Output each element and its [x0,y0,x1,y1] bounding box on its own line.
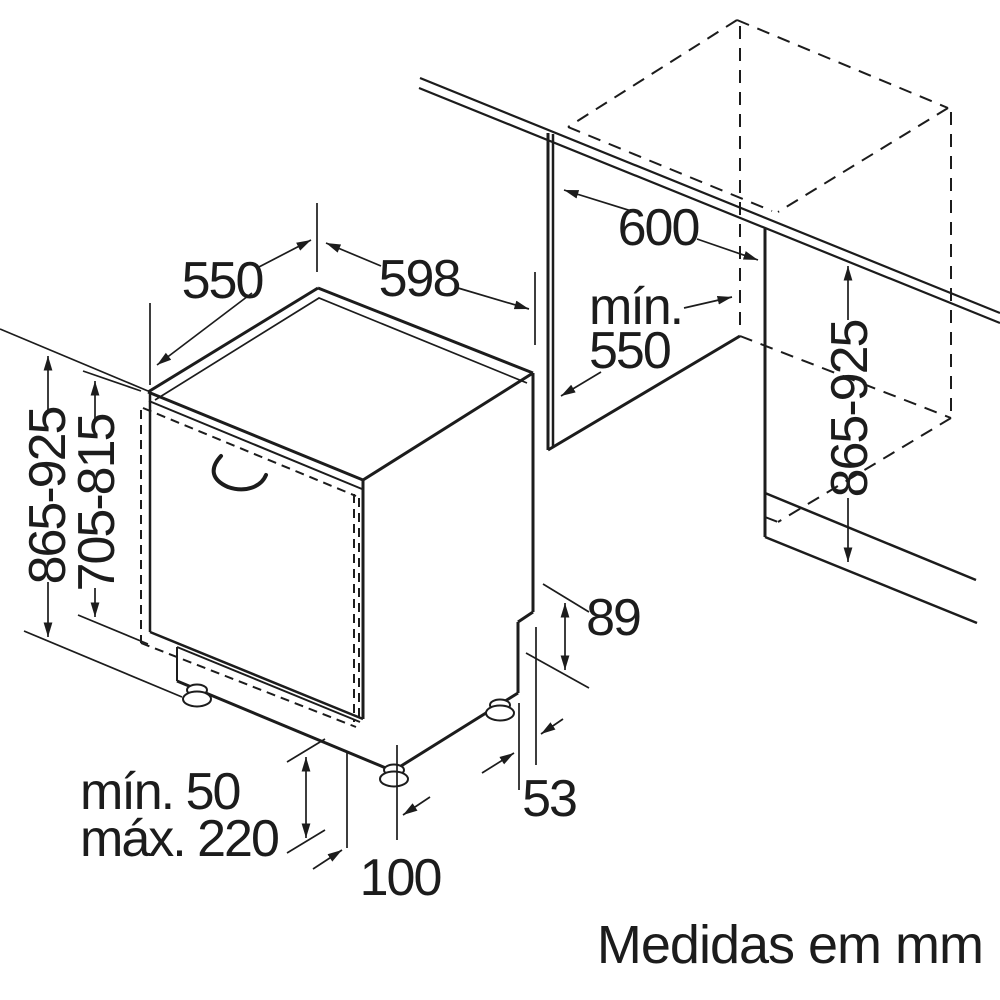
dim-niche-width-label: 600 [618,199,699,257]
dim-rear-foot-setback-label: 53 [522,770,576,828]
leveling-foot-front-left [182,683,212,708]
dim-door-panel-height-label: 705-815 [68,415,126,592]
dim-rear-step: 89 [525,583,642,689]
dim-appliance-height-left-label: 865-925 [19,408,77,585]
dim-top-width-label: 598 [379,250,460,308]
leveling-foot-front-right [379,763,409,788]
dim-plinth-min-label: mín. 50 [80,763,239,821]
floor-edge [764,491,978,625]
dim-niche-height-right-label: 865-925 [821,321,879,498]
niche-walls [546,133,767,537]
dim-appliance-height-left: 865-925 [19,356,183,698]
dim-door-panel-height: 705-815 [68,381,149,645]
countertop-edge [0,76,1000,392]
dim-front-foot-setback: 100 [312,745,442,907]
dim-front-foot-setback-label: 100 [360,849,441,907]
dim-top-depth: 550 [149,203,318,385]
dim-rear-step-label: 89 [586,589,640,647]
dim-niche-width: 600 [563,189,759,261]
dim-niche-depth: mín. 550 [560,278,733,397]
door-handle-icon [211,454,268,492]
units-note: Medidas em mm [597,915,983,975]
dim-top-depth-label: 550 [182,252,263,310]
dim-niche-depth-label-1: mín. [589,278,682,336]
dim-plinth-max-label: máx. 220 [80,810,278,868]
dim-niche-height-right: 865-925 [821,266,879,562]
dim-rear-foot-setback: 53 [481,627,578,828]
dim-top-width: 598 [325,242,536,345]
dim-plinth-recess: mín. 50 máx. 220 [80,738,326,868]
appliance-body [147,286,535,773]
niche-dashed-box [567,19,952,523]
dim-niche-depth-label-2: 550 [589,322,670,380]
furniture-door-dashed [140,407,360,728]
leveling-foot-rear-right [485,698,515,722]
